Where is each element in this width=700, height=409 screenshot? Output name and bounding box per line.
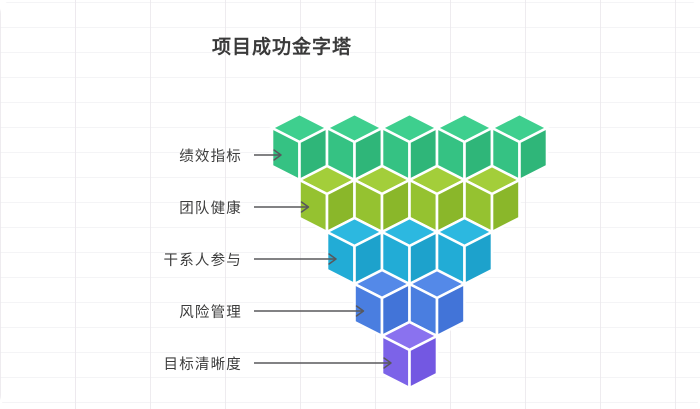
arrow-right-icon: [300, 201, 310, 213]
cube: [351, 164, 413, 235]
cube-stack-group: [269, 112, 550, 391]
page-title: 项目成功金字塔: [211, 37, 352, 58]
cube: [406, 268, 468, 339]
cube: [434, 112, 495, 183]
arrow-right-icon: [383, 357, 392, 369]
row-label-1: 绩效指标: [179, 149, 242, 165]
arrow-right-icon: [328, 253, 337, 265]
cube: [296, 164, 358, 235]
cube: [379, 216, 440, 287]
cube: [461, 164, 523, 235]
cube: [489, 112, 550, 183]
cube-face-right: [408, 333, 439, 391]
arrow-right-icon: [355, 305, 365, 317]
arrow-right-icon: [273, 149, 282, 161]
row-label-3: 干系人参与: [163, 253, 242, 269]
row-label-4: 风险管理: [179, 305, 242, 321]
cube: [324, 216, 385, 287]
cube: [379, 320, 440, 391]
cube: [324, 112, 385, 183]
row-label-2: 团队健康: [179, 201, 242, 217]
row-label-5: 目标清晰度: [163, 357, 242, 373]
connector-group: [254, 149, 392, 369]
cube: [406, 164, 468, 235]
